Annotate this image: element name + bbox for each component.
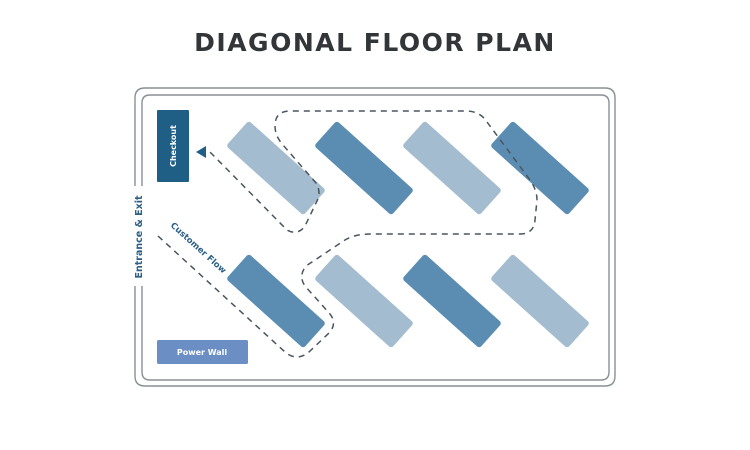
- entrance-exit-label: Entrance & Exit: [134, 195, 145, 279]
- shelves: [227, 121, 589, 348]
- page-title: DIAGONAL FLOOR PLAN: [194, 28, 556, 57]
- shelf-top-2: [315, 121, 413, 215]
- shelf-bottom-1: [227, 254, 325, 348]
- power-wall-label: Power Wall: [177, 348, 228, 357]
- checkout-label: Checkout: [169, 125, 178, 167]
- shelf-top-3: [403, 121, 501, 215]
- store-walls: [134, 87, 616, 387]
- customer-flow-path: [157, 110, 538, 358]
- shelf-top-1: [227, 121, 325, 215]
- shelf-bottom-4: [491, 254, 589, 348]
- flow-arrow-icon: [196, 146, 206, 158]
- shelf-top-4: [491, 121, 589, 215]
- checkout-counter: Checkout: [157, 110, 189, 182]
- shelf-bottom-3: [403, 254, 501, 348]
- shelf-bottom-2: [315, 254, 413, 348]
- customer-flow-label: Customer Flow: [168, 221, 228, 276]
- power-wall: Power Wall: [157, 340, 248, 364]
